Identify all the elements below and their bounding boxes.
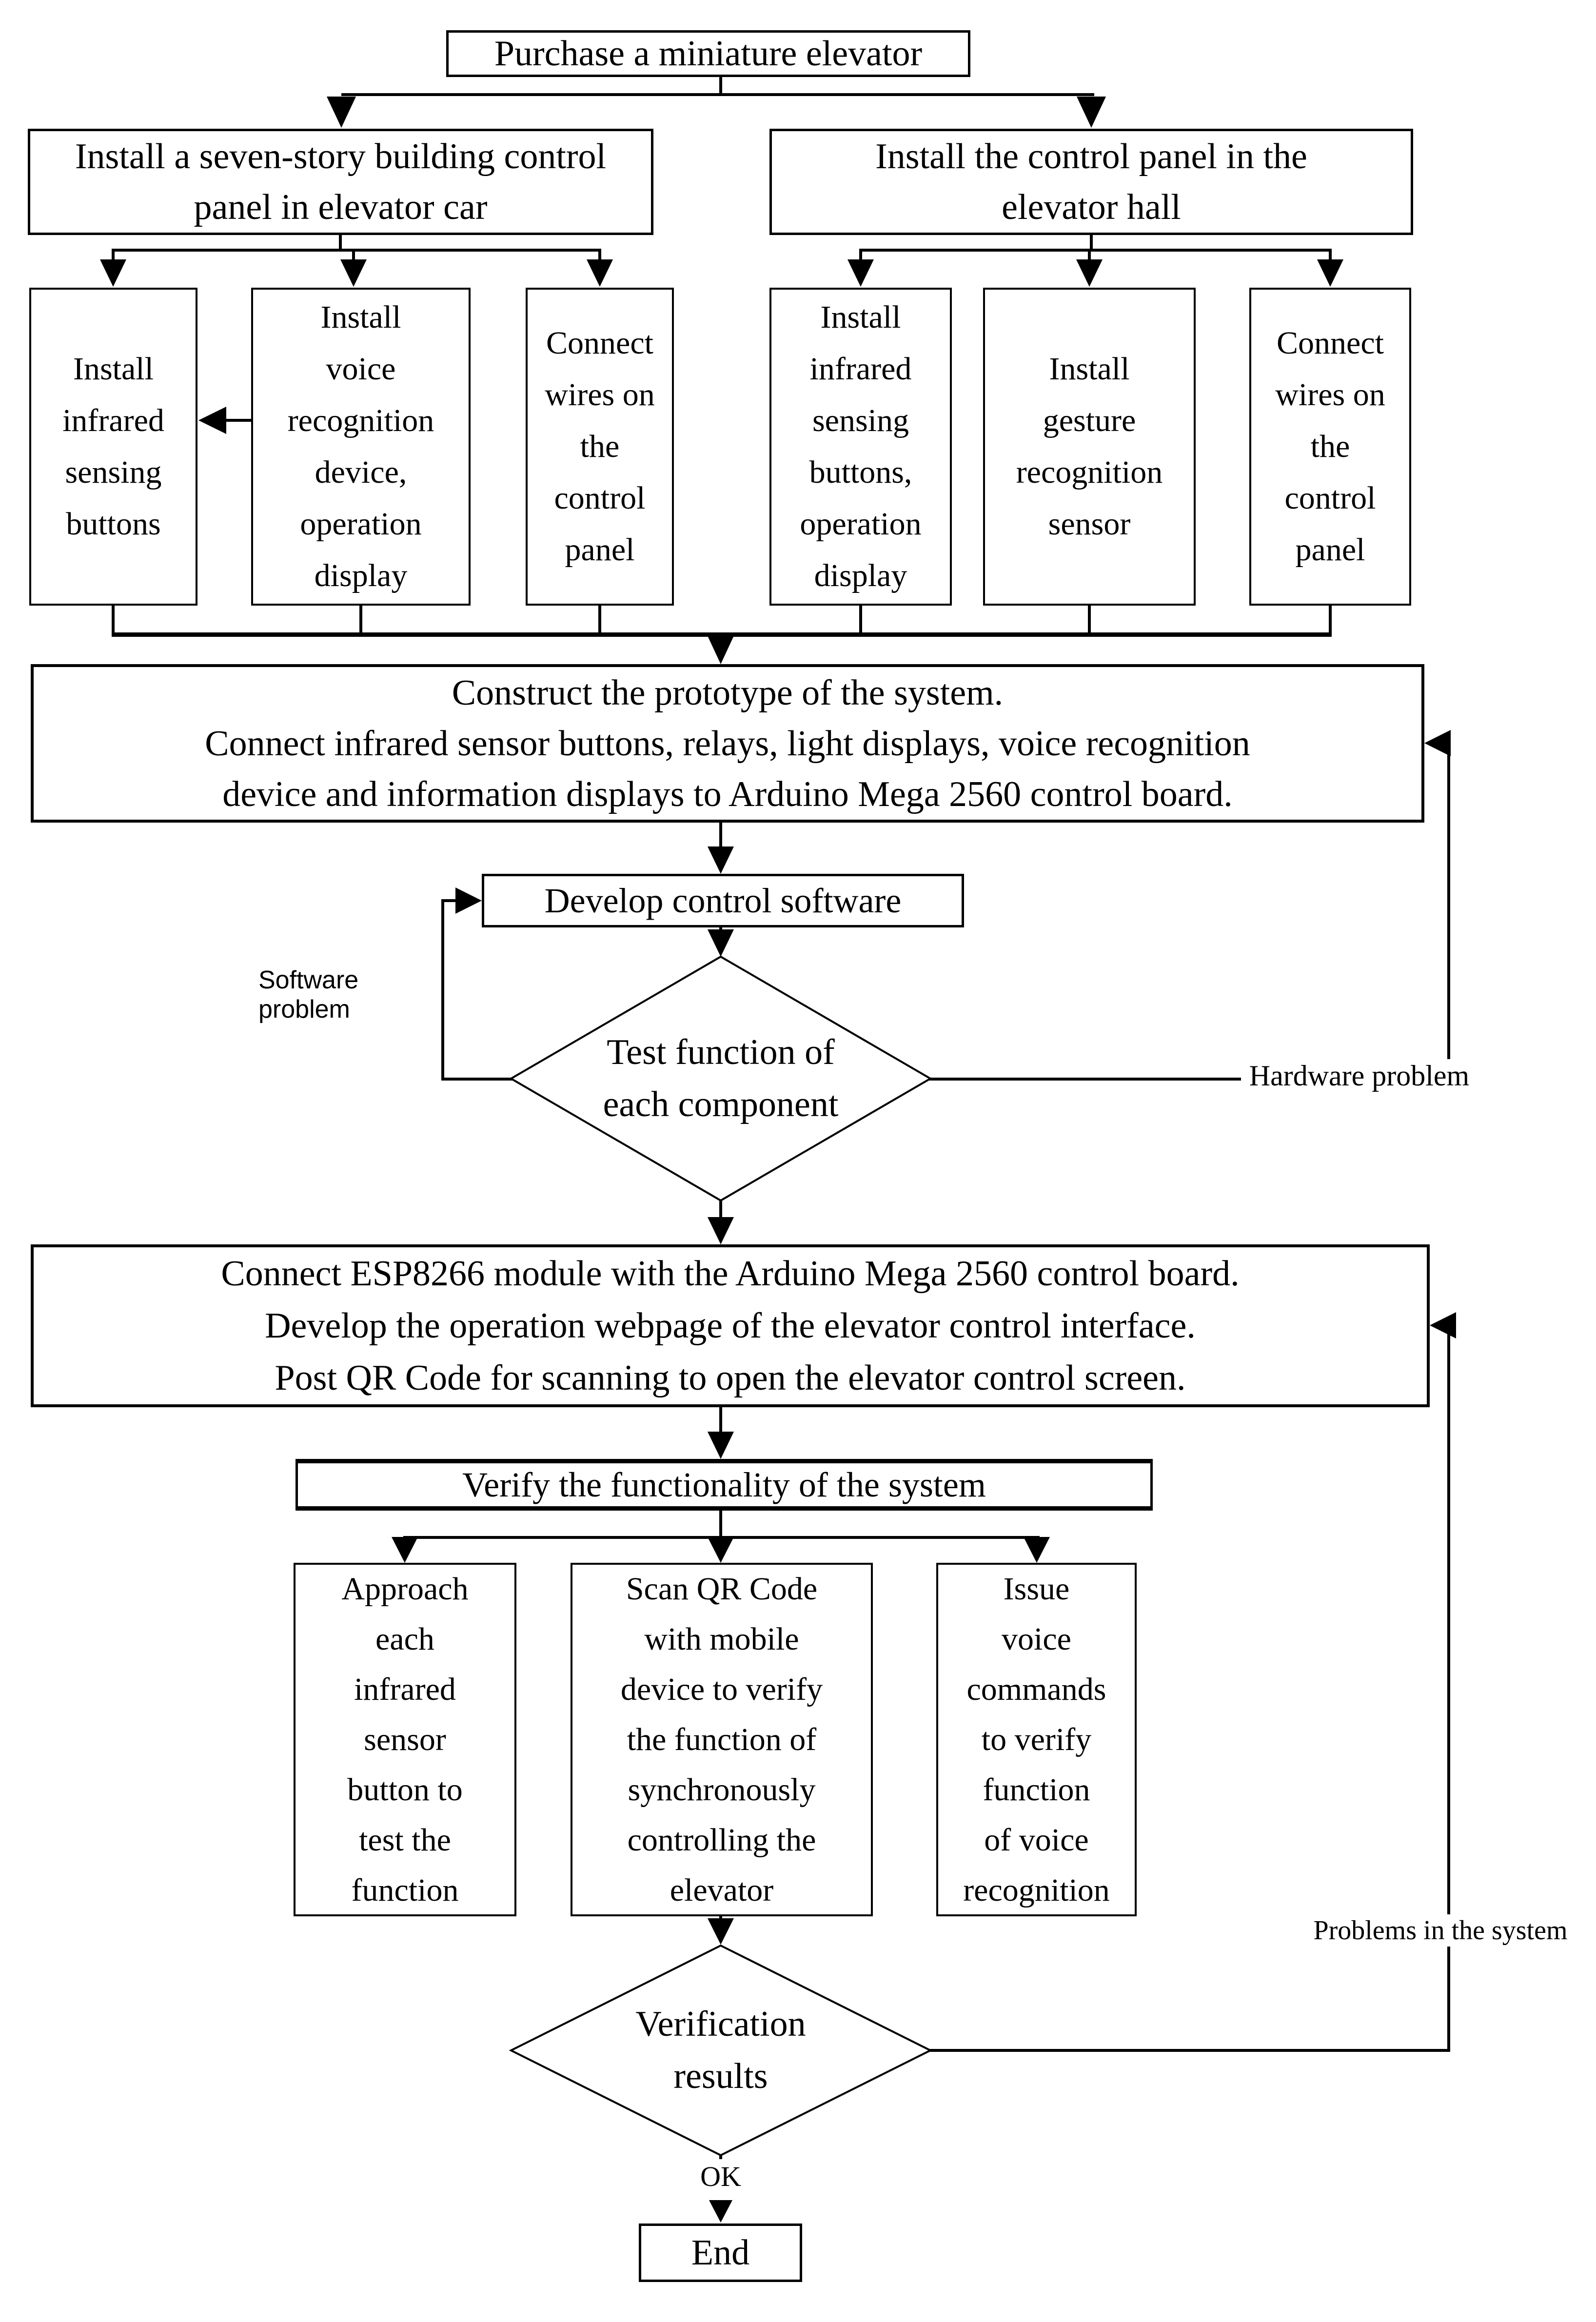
results-diamond-shape — [509, 1944, 933, 2157]
edge-collector-horizontal — [112, 632, 1332, 637]
arrowhead-to-develop — [708, 846, 734, 874]
node-esp8266: Connect ESP8266 module with the Arduino … — [31, 1244, 1430, 1407]
arrowhead-to-car-panel — [327, 97, 356, 128]
edge-hardware-vertical — [1447, 742, 1450, 1081]
arrowheads — [100, 97, 1456, 2223]
edge-problems-vertical — [1447, 1324, 1450, 2052]
arrowhead-problems-loop — [1430, 1312, 1456, 1338]
label-hardware-problem: Hardware problem — [1241, 1059, 1478, 1092]
arrowhead-to-esp — [708, 1217, 734, 1244]
label-software-problem: Software problem — [258, 966, 438, 1023]
edge-car-stub — [339, 235, 342, 252]
edge-esp-verify — [719, 1407, 722, 1440]
node-purchase: Purchase a miniature elevator — [446, 30, 970, 77]
edge-software-loop-vertical — [441, 899, 444, 1081]
label-problems-in-system: Problems in the system — [1292, 1914, 1589, 1947]
edge-purchase-stub — [719, 77, 722, 96]
edge-voice-to-infrared — [225, 419, 253, 422]
node-develop-software: Develop control software — [482, 874, 964, 927]
arrowhead-to-construct — [708, 636, 734, 664]
edge-hardware-horizontal — [929, 1078, 1450, 1081]
edge-hall-split-horizontal — [859, 249, 1332, 252]
arrowhead-hardware-loop — [1424, 730, 1451, 756]
arrowhead-to-end — [709, 2200, 732, 2223]
arrowhead-to-test-diamond — [708, 929, 734, 957]
edge-car-split-horizontal — [112, 249, 601, 252]
label-ok: OK — [682, 2159, 760, 2193]
node-end: End — [639, 2224, 802, 2282]
arrowhead-to-verify — [708, 1432, 734, 1459]
node-verify-functionality: Verify the functionality of the system — [296, 1459, 1153, 1511]
edge-test-esp — [719, 1200, 722, 1225]
edge-construct-develop — [719, 823, 722, 851]
test-diamond-shape — [509, 955, 932, 1202]
node-construct-prototype: Construct the prototype of the system.Co… — [31, 664, 1424, 823]
edge-split1-horizontal — [341, 93, 1094, 96]
arrowhead-to-results-diamond — [708, 1918, 734, 1945]
edge-problems-horizontal — [929, 2049, 1450, 2052]
arrowhead-to-hall-panel — [1077, 97, 1106, 128]
arrowhead-voice-to-infrared — [198, 407, 226, 434]
arrowhead-software-loop — [455, 887, 482, 914]
edge-hall-stub — [1090, 235, 1093, 252]
